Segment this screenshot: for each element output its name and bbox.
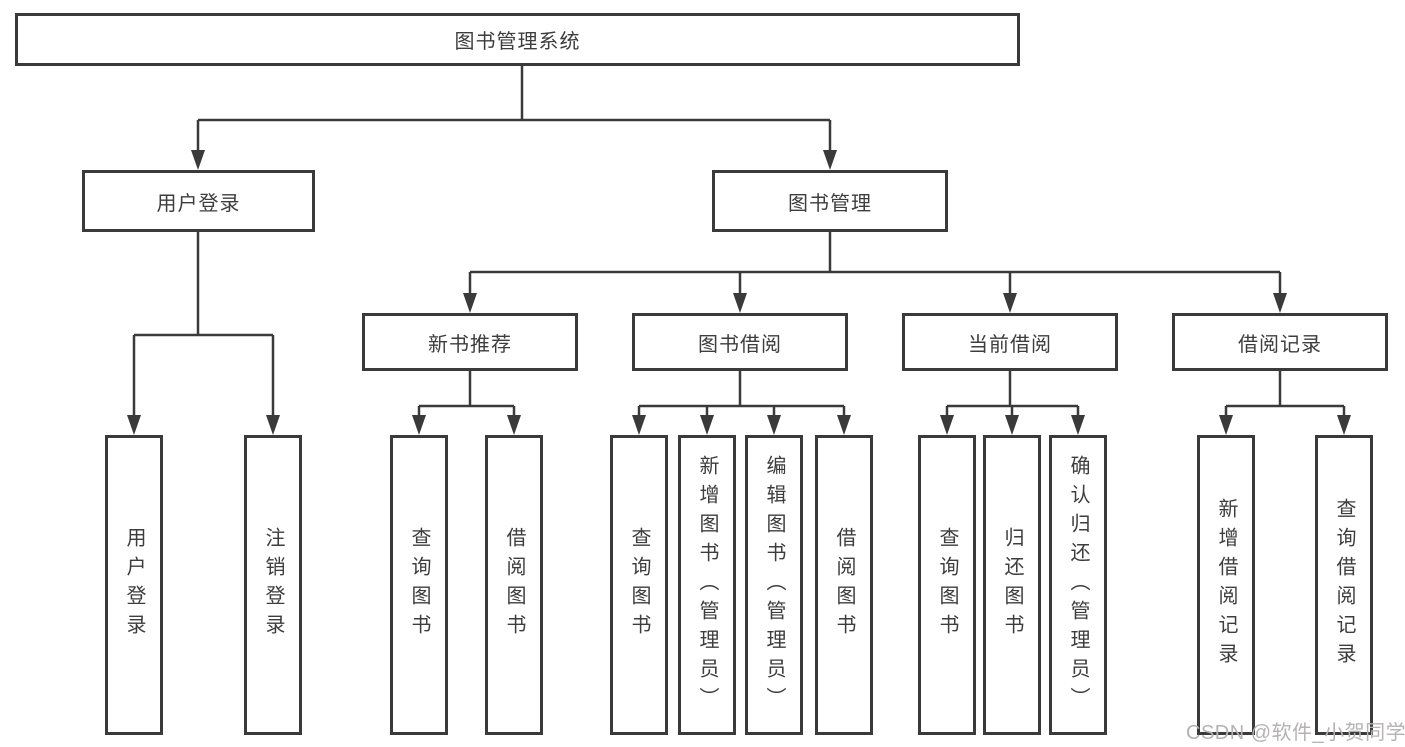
leaf-logout-label: 注销登录 xyxy=(262,527,284,643)
node-book-borrow-label: 图书借阅 xyxy=(698,333,782,356)
leaf-query-borrow-record: 查询借阅记录 xyxy=(1315,435,1373,735)
node-book-borrow: 图书借阅 xyxy=(632,313,848,371)
leaf-user-login: 用户登录 xyxy=(105,435,163,735)
leaf-query-book-current-label: 查询图书 xyxy=(936,527,958,643)
leaf-borrow-book-label: 借阅图书 xyxy=(833,527,855,643)
leaf-query-borrow-record-label: 查询借阅记录 xyxy=(1333,498,1355,672)
csdn-watermark: CSDN @软件_小贺同学 xyxy=(1186,722,1405,744)
leaf-return-book: 归还图书 xyxy=(983,435,1041,735)
node-root-system: 图书管理系统 xyxy=(15,13,1020,66)
node-borrow-record-label: 借阅记录 xyxy=(1238,333,1322,356)
leaf-confirm-return-admin: 确认归还（管理员） xyxy=(1049,435,1107,735)
leaf-query-book-current: 查询图书 xyxy=(918,435,976,735)
leaf-query-book-borrow: 查询图书 xyxy=(610,435,668,735)
leaf-logout: 注销登录 xyxy=(244,435,302,735)
leaf-query-book-recommend: 查询图书 xyxy=(390,435,448,735)
node-borrow-record: 借阅记录 xyxy=(1172,313,1388,371)
leaf-return-book-label: 归还图书 xyxy=(1001,527,1023,643)
node-root-label: 图书管理系统 xyxy=(454,31,581,53)
leaf-add-borrow-record-label: 新增借阅记录 xyxy=(1215,498,1237,672)
node-book-management-label: 图书管理 xyxy=(788,192,872,215)
leaf-add-book-admin: 新增图书（管理员） xyxy=(678,435,736,735)
leaf-edit-book-admin-label: 编辑图书（管理员） xyxy=(763,454,785,716)
leaf-borrow-book-recommend-label: 借阅图书 xyxy=(503,527,525,643)
leaf-query-book-borrow-label: 查询图书 xyxy=(628,527,650,643)
leaf-edit-book-admin: 编辑图书（管理员） xyxy=(745,435,803,735)
node-new-book-recommend: 新书推荐 xyxy=(362,313,578,371)
leaf-borrow-book-recommend: 借阅图书 xyxy=(485,435,543,735)
leaf-add-book-admin-label: 新增图书（管理员） xyxy=(696,454,718,716)
leaf-add-borrow-record: 新增借阅记录 xyxy=(1197,435,1255,735)
node-current-borrow-label: 当前借阅 xyxy=(968,333,1052,356)
node-book-management: 图书管理 xyxy=(712,170,948,232)
leaf-confirm-return-admin-label: 确认归还（管理员） xyxy=(1067,454,1089,716)
leaf-query-book-recommend-label: 查询图书 xyxy=(408,527,430,643)
node-user-login: 用户登录 xyxy=(82,170,315,232)
node-user-login-label: 用户登录 xyxy=(156,192,241,215)
node-new-book-recommend-label: 新书推荐 xyxy=(428,333,512,356)
leaf-user-login-label: 用户登录 xyxy=(123,527,145,643)
node-current-borrow: 当前借阅 xyxy=(902,313,1118,371)
leaf-borrow-book: 借阅图书 xyxy=(815,435,873,735)
